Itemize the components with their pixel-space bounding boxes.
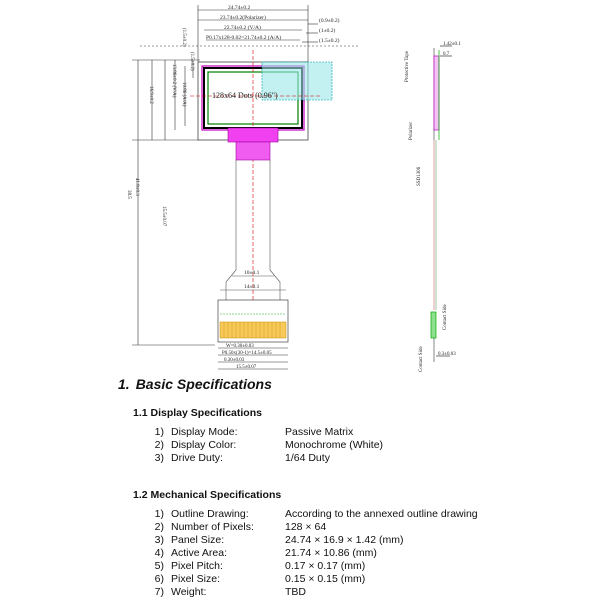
- mechanical-spec-row: 5) Pixel Pitch: 0.17 × 0.17 (mm): [151, 560, 591, 573]
- panel-outline: 128x64 Dots (0.96"): [190, 50, 333, 300]
- spec-number: 1): [154, 508, 164, 520]
- dim-right-2: (1±0.2): [319, 27, 335, 34]
- fpc-neck: [235, 141, 271, 161]
- mechanical-spec-row: 1) Outline Drawing: According to the annex…: [151, 508, 591, 521]
- dim-aa-width: P0.17x128-0.02=21.74±0.2 (A/A): [206, 34, 281, 41]
- dim-left-4: 10.86 (A/A): [181, 82, 186, 107]
- spec-number: 6): [154, 573, 164, 585]
- side-dim-fpc: 0.3±0.03: [438, 352, 456, 357]
- spec-key: Display Mode:: [171, 426, 238, 438]
- mechanical-spec-row: 7) Weight: TBD: [151, 586, 591, 599]
- spec-key: Display Color:: [171, 439, 237, 451]
- side-label-contact-1: Contact Side: [443, 304, 448, 330]
- side-dim-glass: 0.7: [443, 52, 450, 57]
- spec-key: Weight:: [171, 586, 207, 598]
- dim-fpc-end-width: 15.5±0.07: [236, 365, 257, 370]
- spec-number: 5): [154, 560, 164, 572]
- section-number: 1.: [118, 376, 130, 392]
- mechanical-specs-heading: 1.2 Mechanical Specifications: [133, 489, 282, 501]
- mechanical-spec-row: 6) Pixel Size: 0.15 × 0.15 (mm): [151, 573, 591, 586]
- spec-key: Outline Drawing:: [171, 508, 249, 520]
- spec-number: 2): [154, 521, 164, 533]
- spec-number: 4): [154, 547, 164, 559]
- side-label-polarizer: Polarizer: [409, 122, 414, 140]
- side-label-ic: SSD1306: [417, 166, 422, 186]
- mechanical-spec-row: 3) Panel Size: 24.74 × 16.9 × 1.42 (mm): [151, 534, 591, 547]
- spec-value: 128 × 64: [285, 521, 327, 533]
- top-dimension-lines: [140, 5, 360, 62]
- dim-va-width: 22.74±0.2 (V/A): [224, 24, 261, 31]
- side-dim-thickness: 1.42±0.1: [443, 42, 461, 47]
- dim-left-6: 41.8±0.3: [134, 178, 139, 196]
- left-dimension-lines: [132, 59, 215, 346]
- spec-value: 24.74 × 16.9 × 1.42 (mm): [285, 534, 404, 546]
- spec-value: According to the annexed outline drawing: [285, 508, 478, 520]
- spec-value: 21.74 × 10.86 (mm): [285, 547, 377, 559]
- spec-key: Pixel Size:: [171, 573, 221, 585]
- fpc-tail: [220, 160, 286, 300]
- spec-value: Monochrome (White): [285, 439, 384, 451]
- spec-value: 0.17 × 0.17 (mm): [285, 560, 366, 572]
- side-label-protective-tape: Protective Tape: [405, 50, 410, 82]
- dim-left-7: 38.5: [126, 190, 131, 199]
- dim-outline-width: 24.74±0.2: [228, 5, 251, 11]
- spec-value: TBD: [285, 586, 306, 598]
- dim-right-3: (1.5±0.2): [319, 37, 340, 44]
- dim-fpc-width-2: 14±0.1: [244, 284, 260, 290]
- dim-left-1: (1.5±0.2): [189, 52, 194, 71]
- spec-value: 0.15 × 0.15 (mm): [285, 573, 366, 585]
- spec-number: 3): [154, 452, 164, 464]
- mechanical-spec-row: 2) Number of Pixels: 128 × 64: [151, 521, 591, 534]
- display-spec-row: 2) Display Color: Monochrome (White): [151, 439, 591, 452]
- spec-number: 1): [154, 426, 164, 438]
- spec-value: 1/64 Duty: [285, 452, 330, 464]
- spec-key: Active Area:: [171, 547, 228, 559]
- display-resolution-label: 128x64 Dots (0.96"): [212, 91, 278, 100]
- spec-key: Panel Size:: [171, 534, 225, 546]
- display-spec-row: 1) Display Mode: Passive Matrix: [151, 426, 591, 439]
- display-specs-heading: 1.1 Display Specifications: [133, 407, 262, 419]
- dim-pad-width: W=0.30±0.03: [226, 344, 254, 349]
- section-heading: 1. Basic Specifications: [118, 376, 272, 392]
- side-label-contact-2: Contact Side: [419, 346, 424, 372]
- spec-key: Number of Pixels:: [171, 521, 254, 533]
- spec-number: 2): [154, 439, 164, 451]
- spec-number: 7): [154, 586, 164, 598]
- dim-left-5: 16.9±0.2: [148, 86, 153, 104]
- dim-polarizer-width: 23.74±0.2(Polarizer): [220, 14, 266, 21]
- spec-number: 3): [154, 534, 164, 546]
- dim-left-3: 13.86±0.2 (V/A): [171, 64, 176, 98]
- contact-pads: [219, 321, 287, 339]
- dim-pad-pitch: P0.50x(30-1)=14.5±0.05: [222, 351, 272, 356]
- dim-pad-gap: 0.30±0.03: [224, 358, 245, 363]
- mechanical-spec-row: 4) Active Area: 21.74 × 10.86 (mm): [151, 547, 591, 560]
- side-view: [430, 45, 452, 362]
- dim-left-2: (1.5±0.2): [181, 28, 186, 47]
- dim-left-8: 15.5±0.07: [161, 206, 166, 227]
- spec-value: Passive Matrix: [285, 426, 354, 438]
- display-spec-row: 3) Drive Duty: 1/64 Duty: [151, 452, 591, 465]
- section-title: Basic Specifications: [135, 376, 272, 392]
- dim-right-1: (0.9±0.2): [319, 17, 340, 24]
- driver-ic-area: [227, 127, 279, 143]
- spec-key: Drive Duty:: [171, 452, 223, 464]
- dim-fpc-width-1: 10±0.1: [244, 270, 260, 276]
- spec-key: Pixel Pitch:: [171, 560, 223, 572]
- bottom-dimension-lines: [218, 347, 288, 370]
- outline-drawing: 24.74±0.2 23.74±0.2(Polarizer) 22.74±0.2…: [126, 5, 461, 372]
